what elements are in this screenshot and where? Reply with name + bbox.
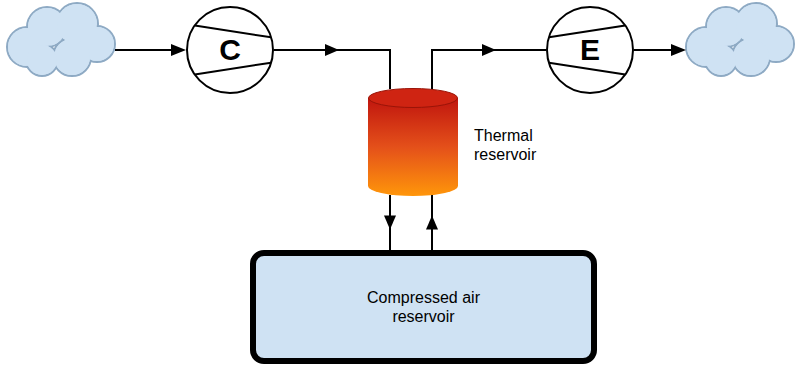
cylinder-body bbox=[368, 98, 458, 196]
air-outlet-line bbox=[634, 49, 672, 51]
arrowhead bbox=[426, 216, 438, 230]
connector-group bbox=[432, 44, 546, 89]
connector bbox=[432, 50, 546, 89]
cylinder-top bbox=[369, 89, 458, 108]
connector-group bbox=[274, 44, 390, 89]
cylinder-shape bbox=[368, 88, 458, 196]
connector bbox=[274, 50, 390, 89]
machine-letter: C bbox=[219, 32, 241, 68]
node-label: Compressed air reservoir bbox=[354, 288, 494, 326]
expander-circle: E bbox=[546, 6, 634, 94]
machine-letter: E bbox=[580, 32, 600, 68]
machine-outline bbox=[187, 7, 273, 93]
arrowhead bbox=[325, 44, 339, 56]
air-inlet-line bbox=[115, 49, 172, 51]
thermal-reservoir-cylinder: Thermal reservoir bbox=[368, 88, 458, 196]
machine-outline bbox=[547, 7, 633, 93]
arrowhead bbox=[384, 216, 396, 230]
compressor-circle: C bbox=[186, 6, 274, 94]
compressed-air-box: Compressed air reservoir bbox=[250, 250, 597, 364]
air-cloud bbox=[686, 3, 794, 76]
connector-group bbox=[426, 195, 438, 250]
node-label: Thermal reservoir bbox=[474, 126, 560, 164]
air-cloud bbox=[7, 3, 115, 76]
connector-group bbox=[384, 195, 396, 250]
arrowhead bbox=[482, 44, 496, 56]
arrowhead bbox=[671, 44, 686, 56]
arrowhead bbox=[171, 44, 186, 56]
